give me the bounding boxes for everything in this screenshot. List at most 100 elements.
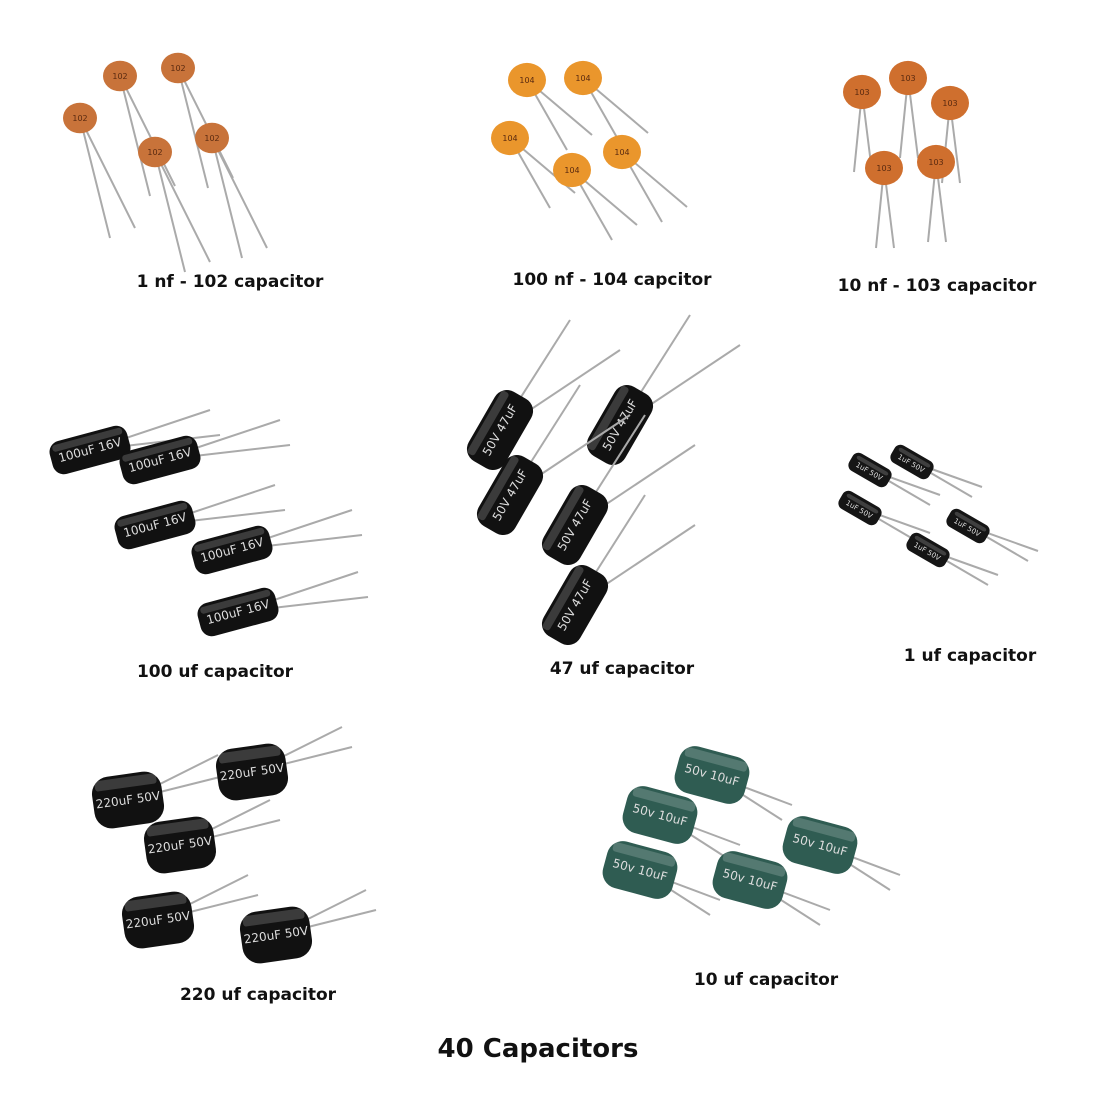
capacitor-body bbox=[674, 746, 750, 804]
capacitor-body bbox=[541, 564, 609, 646]
capacitor-lead bbox=[177, 67, 209, 189]
ceramic-capacitor: 104 bbox=[603, 134, 688, 223]
ceramic-disc bbox=[931, 85, 969, 121]
ceramic-capacitor: 102 bbox=[195, 122, 268, 259]
ceramic-disc bbox=[843, 74, 881, 110]
capacitor-marking: 104 bbox=[502, 134, 517, 143]
ceramic-disc bbox=[865, 150, 903, 186]
electrolytic-capacitor: 50v 10uF bbox=[602, 841, 721, 916]
ceramic-capacitor: 104 bbox=[491, 120, 576, 209]
electrolytic-capacitor: 100uF 16V bbox=[191, 509, 363, 575]
capacitor-marking: 102 bbox=[112, 72, 127, 81]
electrolytic-capacitor: 220uF 50V bbox=[121, 874, 259, 949]
capacitor-body bbox=[890, 444, 934, 480]
capacitor-body bbox=[906, 532, 950, 568]
capacitor-body bbox=[215, 743, 289, 801]
capacitor-marking: 104 bbox=[519, 76, 534, 85]
capacitor-lead bbox=[119, 75, 151, 197]
ceramic-capacitor: 102 bbox=[161, 52, 234, 189]
capacitor-body bbox=[838, 490, 882, 526]
capacitor-body bbox=[782, 816, 858, 874]
label-104: 100 nf - 104 capcitor bbox=[512, 270, 712, 290]
ceramic-capacitor: 103 bbox=[889, 60, 927, 159]
electrolytic-capacitor: 50v 10uF bbox=[712, 851, 831, 926]
ceramic-capacitor: 103 bbox=[865, 150, 903, 249]
ceramic-disc bbox=[553, 152, 591, 188]
electrolytic-capacitor: 50v 10uF bbox=[622, 786, 741, 861]
label-220uf: 220 uf capacitor bbox=[179, 985, 337, 1005]
ceramic-capacitor: 104 bbox=[508, 62, 593, 151]
electrolytic-capacitor: 1uF 50V bbox=[906, 532, 999, 586]
electrolytic-capacitor: 50V 47uF bbox=[466, 319, 621, 471]
capacitor-body bbox=[121, 891, 195, 949]
capacitor-marking: 102 bbox=[204, 134, 219, 143]
ceramic-disc bbox=[195, 122, 229, 154]
capacitor-marking: 103 bbox=[928, 158, 943, 167]
capacitor-lead bbox=[79, 117, 111, 239]
electrolytic-capacitor: 50v 10uF bbox=[674, 746, 793, 821]
capacitor-lead bbox=[211, 137, 268, 249]
capacitor-marking: 104 bbox=[614, 148, 629, 157]
capacitor-body bbox=[49, 425, 131, 475]
label-1uf: 1 uf capacitor bbox=[903, 646, 1037, 666]
ceramic-capacitor: 102 bbox=[103, 60, 176, 197]
electrolytic-capacitor: 50V 47uF bbox=[586, 314, 741, 466]
electrolytic-capacitor: 220uF 50V bbox=[239, 889, 377, 964]
electrolytic-capacitor: 100uF 16V bbox=[49, 409, 221, 475]
capacitor-body bbox=[239, 906, 313, 964]
capacitor-body bbox=[143, 816, 217, 874]
label-103: 10 nf - 103 capacitor bbox=[837, 276, 1037, 296]
capacitor-marking: 102 bbox=[147, 148, 162, 157]
ceramic-disc bbox=[138, 136, 172, 168]
capacitor-marking: 103 bbox=[876, 164, 891, 173]
capacitor-marking: 104 bbox=[564, 166, 579, 175]
ceramic-capacitor: 103 bbox=[931, 85, 969, 184]
capacitor-body bbox=[476, 454, 544, 536]
electrolytic-capacitor: 220uF 50V bbox=[91, 754, 229, 829]
page-title: 40 Capacitors bbox=[437, 1034, 639, 1064]
capacitor-body bbox=[541, 484, 609, 566]
ceramic-capacitor: 103 bbox=[843, 74, 881, 173]
electrolytic-capacitor: 100uF 16V bbox=[197, 571, 369, 637]
label-47uf: 47 uf capacitor bbox=[549, 659, 695, 679]
ceramic-capacitor: 102 bbox=[63, 102, 136, 239]
capacitor-body bbox=[586, 384, 654, 466]
electrolytic-capacitor: 50v 10uF bbox=[782, 816, 901, 891]
electrolytic-capacitor: 220uF 50V bbox=[143, 799, 281, 874]
ceramic-disc bbox=[603, 134, 641, 170]
capacitor-body bbox=[119, 435, 201, 485]
electrolytic-capacitor: 100uF 16V bbox=[114, 484, 286, 550]
capacitor-body bbox=[191, 525, 273, 575]
capacitor-body bbox=[91, 771, 165, 829]
ceramic-disc bbox=[161, 52, 195, 84]
capacitor-marking: 102 bbox=[72, 114, 87, 123]
electrolytic-capacitor: 100uF 16V bbox=[119, 419, 291, 485]
capacitor-marking: 104 bbox=[575, 74, 590, 83]
capacitor-lead bbox=[154, 151, 211, 263]
ceramic-disc bbox=[889, 60, 927, 96]
capacitor-lead bbox=[79, 117, 136, 229]
ceramic-capacitor: 104 bbox=[564, 60, 649, 149]
ceramic-disc bbox=[491, 120, 529, 156]
capacitor-body bbox=[712, 851, 788, 909]
capacitor-lead bbox=[119, 75, 176, 187]
ceramic-capacitor: 103 bbox=[917, 144, 955, 243]
ceramic-disc bbox=[508, 62, 546, 98]
electrolytic-capacitor: 220uF 50V bbox=[215, 726, 353, 801]
capacitor-marking: 103 bbox=[854, 88, 869, 97]
label-10uf: 10 uf capacitor bbox=[693, 970, 839, 990]
capacitor-body bbox=[114, 500, 196, 550]
capacitor-body bbox=[602, 841, 678, 899]
capacitor-body bbox=[946, 508, 990, 544]
capacitor-lead bbox=[154, 151, 186, 273]
capacitor-body bbox=[466, 389, 534, 471]
label-100uf: 100 uf capacitor bbox=[136, 662, 294, 682]
ceramic-disc bbox=[564, 60, 602, 96]
capacitor-marking: 103 bbox=[900, 74, 915, 83]
electrolytic-capacitor: 1uF 50V bbox=[848, 452, 941, 506]
ceramic-disc bbox=[917, 144, 955, 180]
electrolytic-capacitor: 50V 47uF bbox=[476, 384, 631, 536]
capacitor-marking: 103 bbox=[942, 99, 957, 108]
